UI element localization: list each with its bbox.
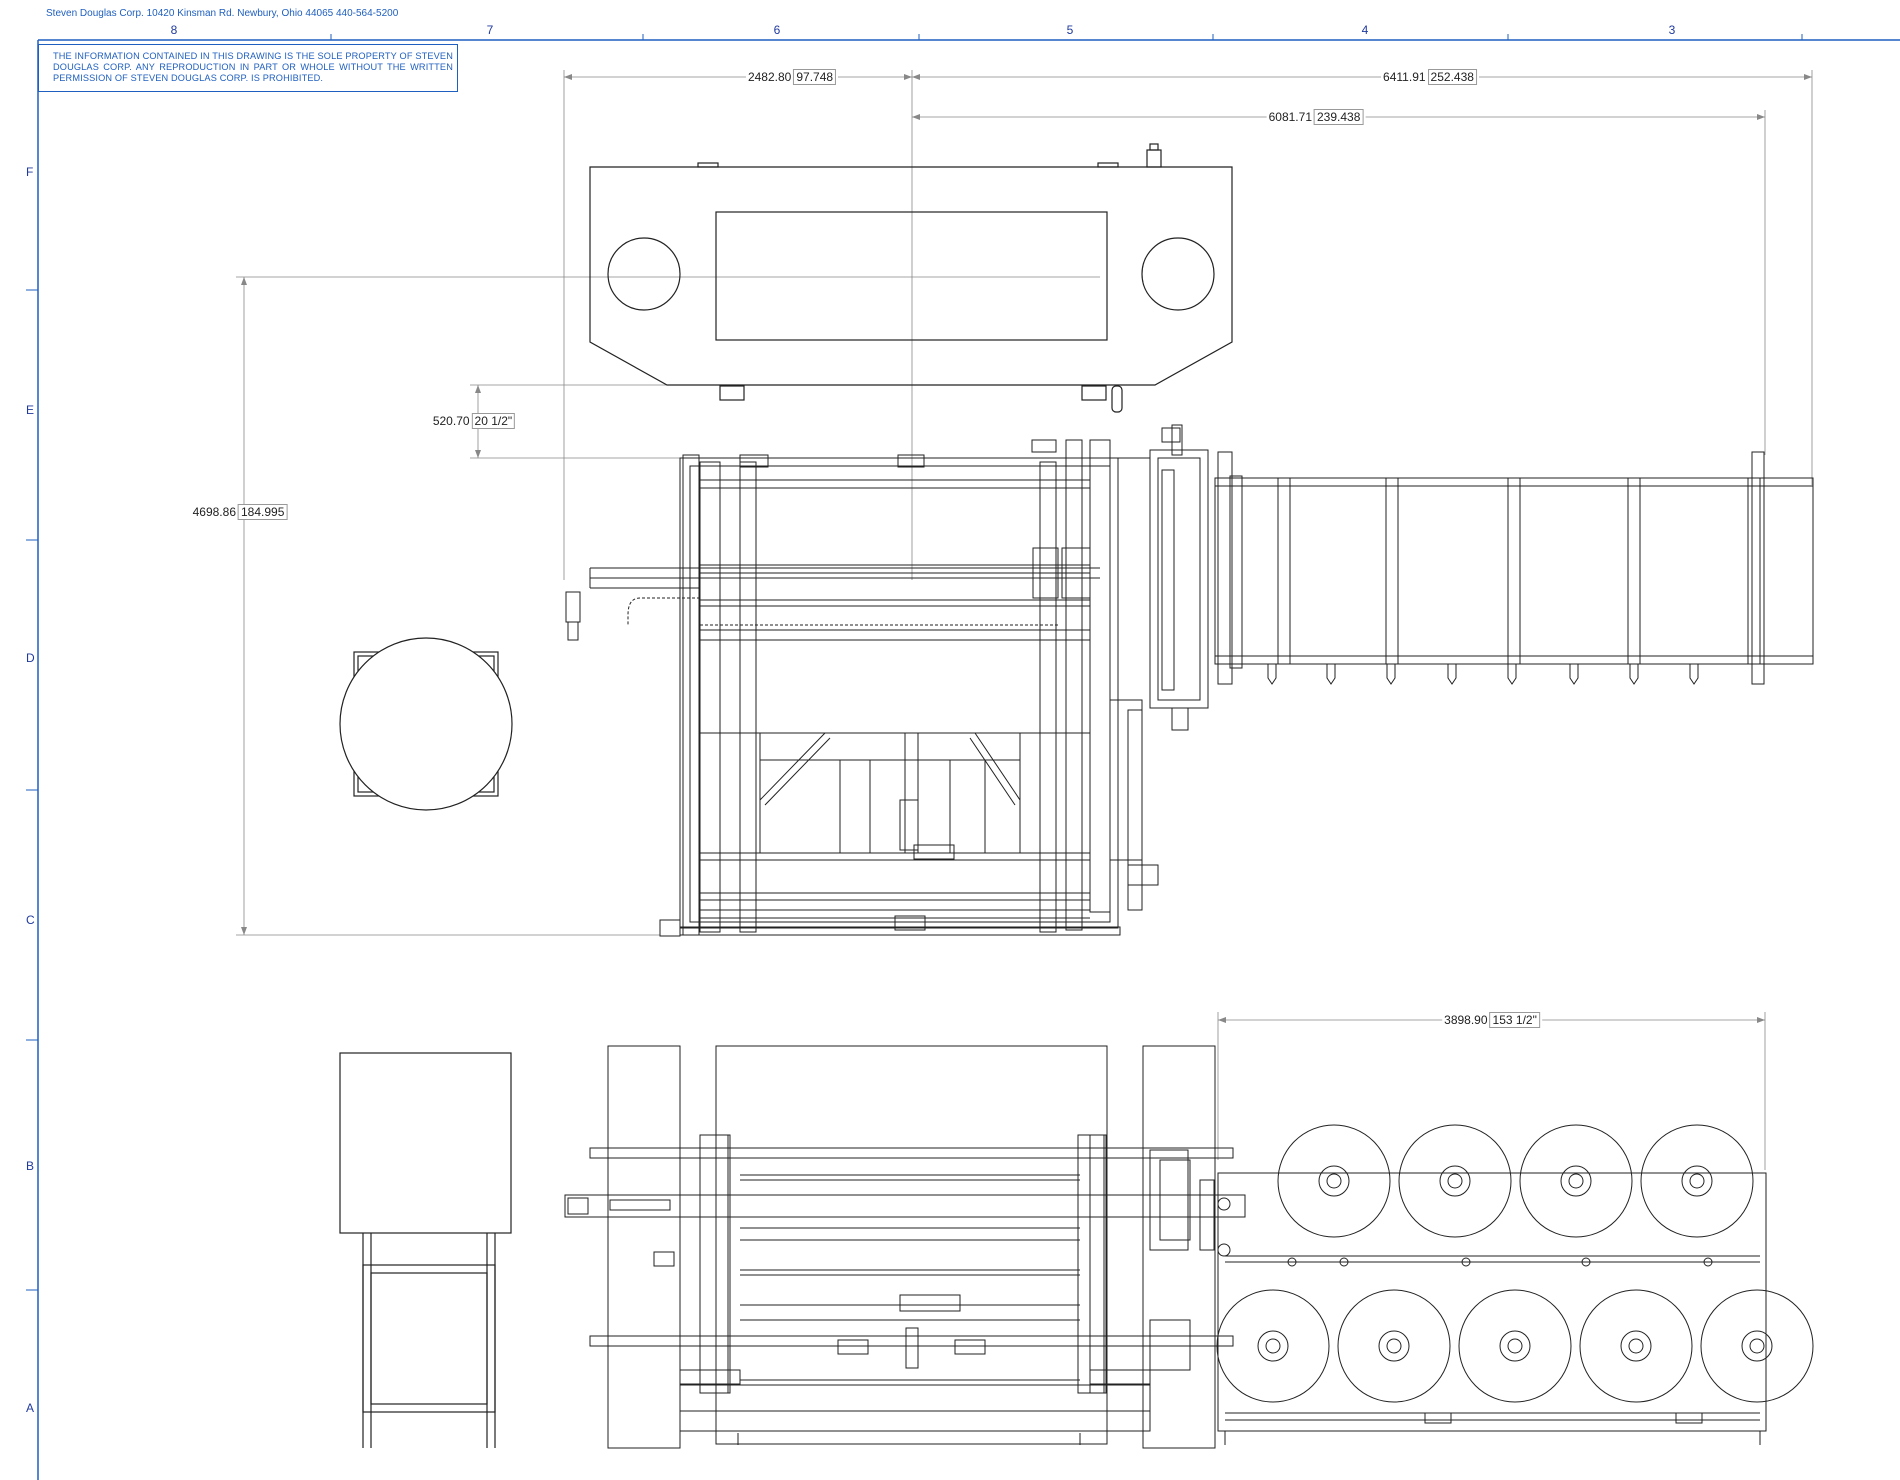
dimension-metric: 6411.91	[1383, 70, 1426, 84]
grid-row-f: F	[26, 165, 34, 179]
round-table-top	[339, 637, 513, 811]
grid-column-5: 5	[1066, 23, 1074, 37]
proprietary-notice-text: THE INFORMATION CONTAINED IN THIS DRAWIN…	[53, 51, 453, 83]
dimension-imperial: 97.748	[793, 69, 837, 85]
dimension-imperial: 252.438	[1427, 69, 1477, 85]
dimension-imperial: 153 1/2"	[1489, 1012, 1540, 1028]
grid-row-c: C	[26, 913, 35, 927]
top-enclosure	[589, 143, 1233, 413]
dimension-imperial: 239.438	[1314, 109, 1364, 125]
dimension-metric: 3898.90	[1444, 1013, 1488, 1027]
grid-column-4: 4	[1361, 23, 1369, 37]
dimension-arrows	[241, 74, 1812, 1023]
machine-frame-top	[565, 424, 1209, 937]
sheet-border	[37, 39, 1900, 1480]
dimension-imperial: 20 1/2"	[471, 413, 516, 429]
dimension-metric: 6081.71	[1268, 110, 1312, 124]
company-address: Steven Douglas Corp. 10420 Kinsman Rd. N…	[46, 8, 399, 19]
dimension-metric: 4698.86	[192, 505, 236, 519]
dimension-lines	[236, 70, 1813, 1170]
spool-rack-front	[1216, 1124, 1814, 1445]
grid-row-e: E	[26, 403, 35, 417]
proprietary-notice: THE INFORMATION CONTAINED IN THIS DRAWIN…	[38, 44, 458, 92]
dimension-metric: 2482.80	[747, 70, 792, 84]
dimension-metric: 520.70	[432, 414, 470, 428]
grid-ticks	[26, 34, 1803, 1291]
grid-row-b: B	[26, 1159, 35, 1173]
dimension-imperial: 184.995	[238, 504, 288, 520]
stand-front	[339, 1052, 512, 1448]
grid-column-8: 8	[170, 23, 178, 37]
grid-column-3: 3	[1668, 23, 1676, 37]
grid-row-d: D	[26, 651, 35, 665]
conveyor-top	[1214, 451, 1814, 685]
grid-row-a: A	[26, 1401, 35, 1415]
grid-column-7: 7	[486, 23, 494, 37]
machine-front	[564, 1045, 1246, 1449]
grid-column-6: 6	[773, 23, 781, 37]
